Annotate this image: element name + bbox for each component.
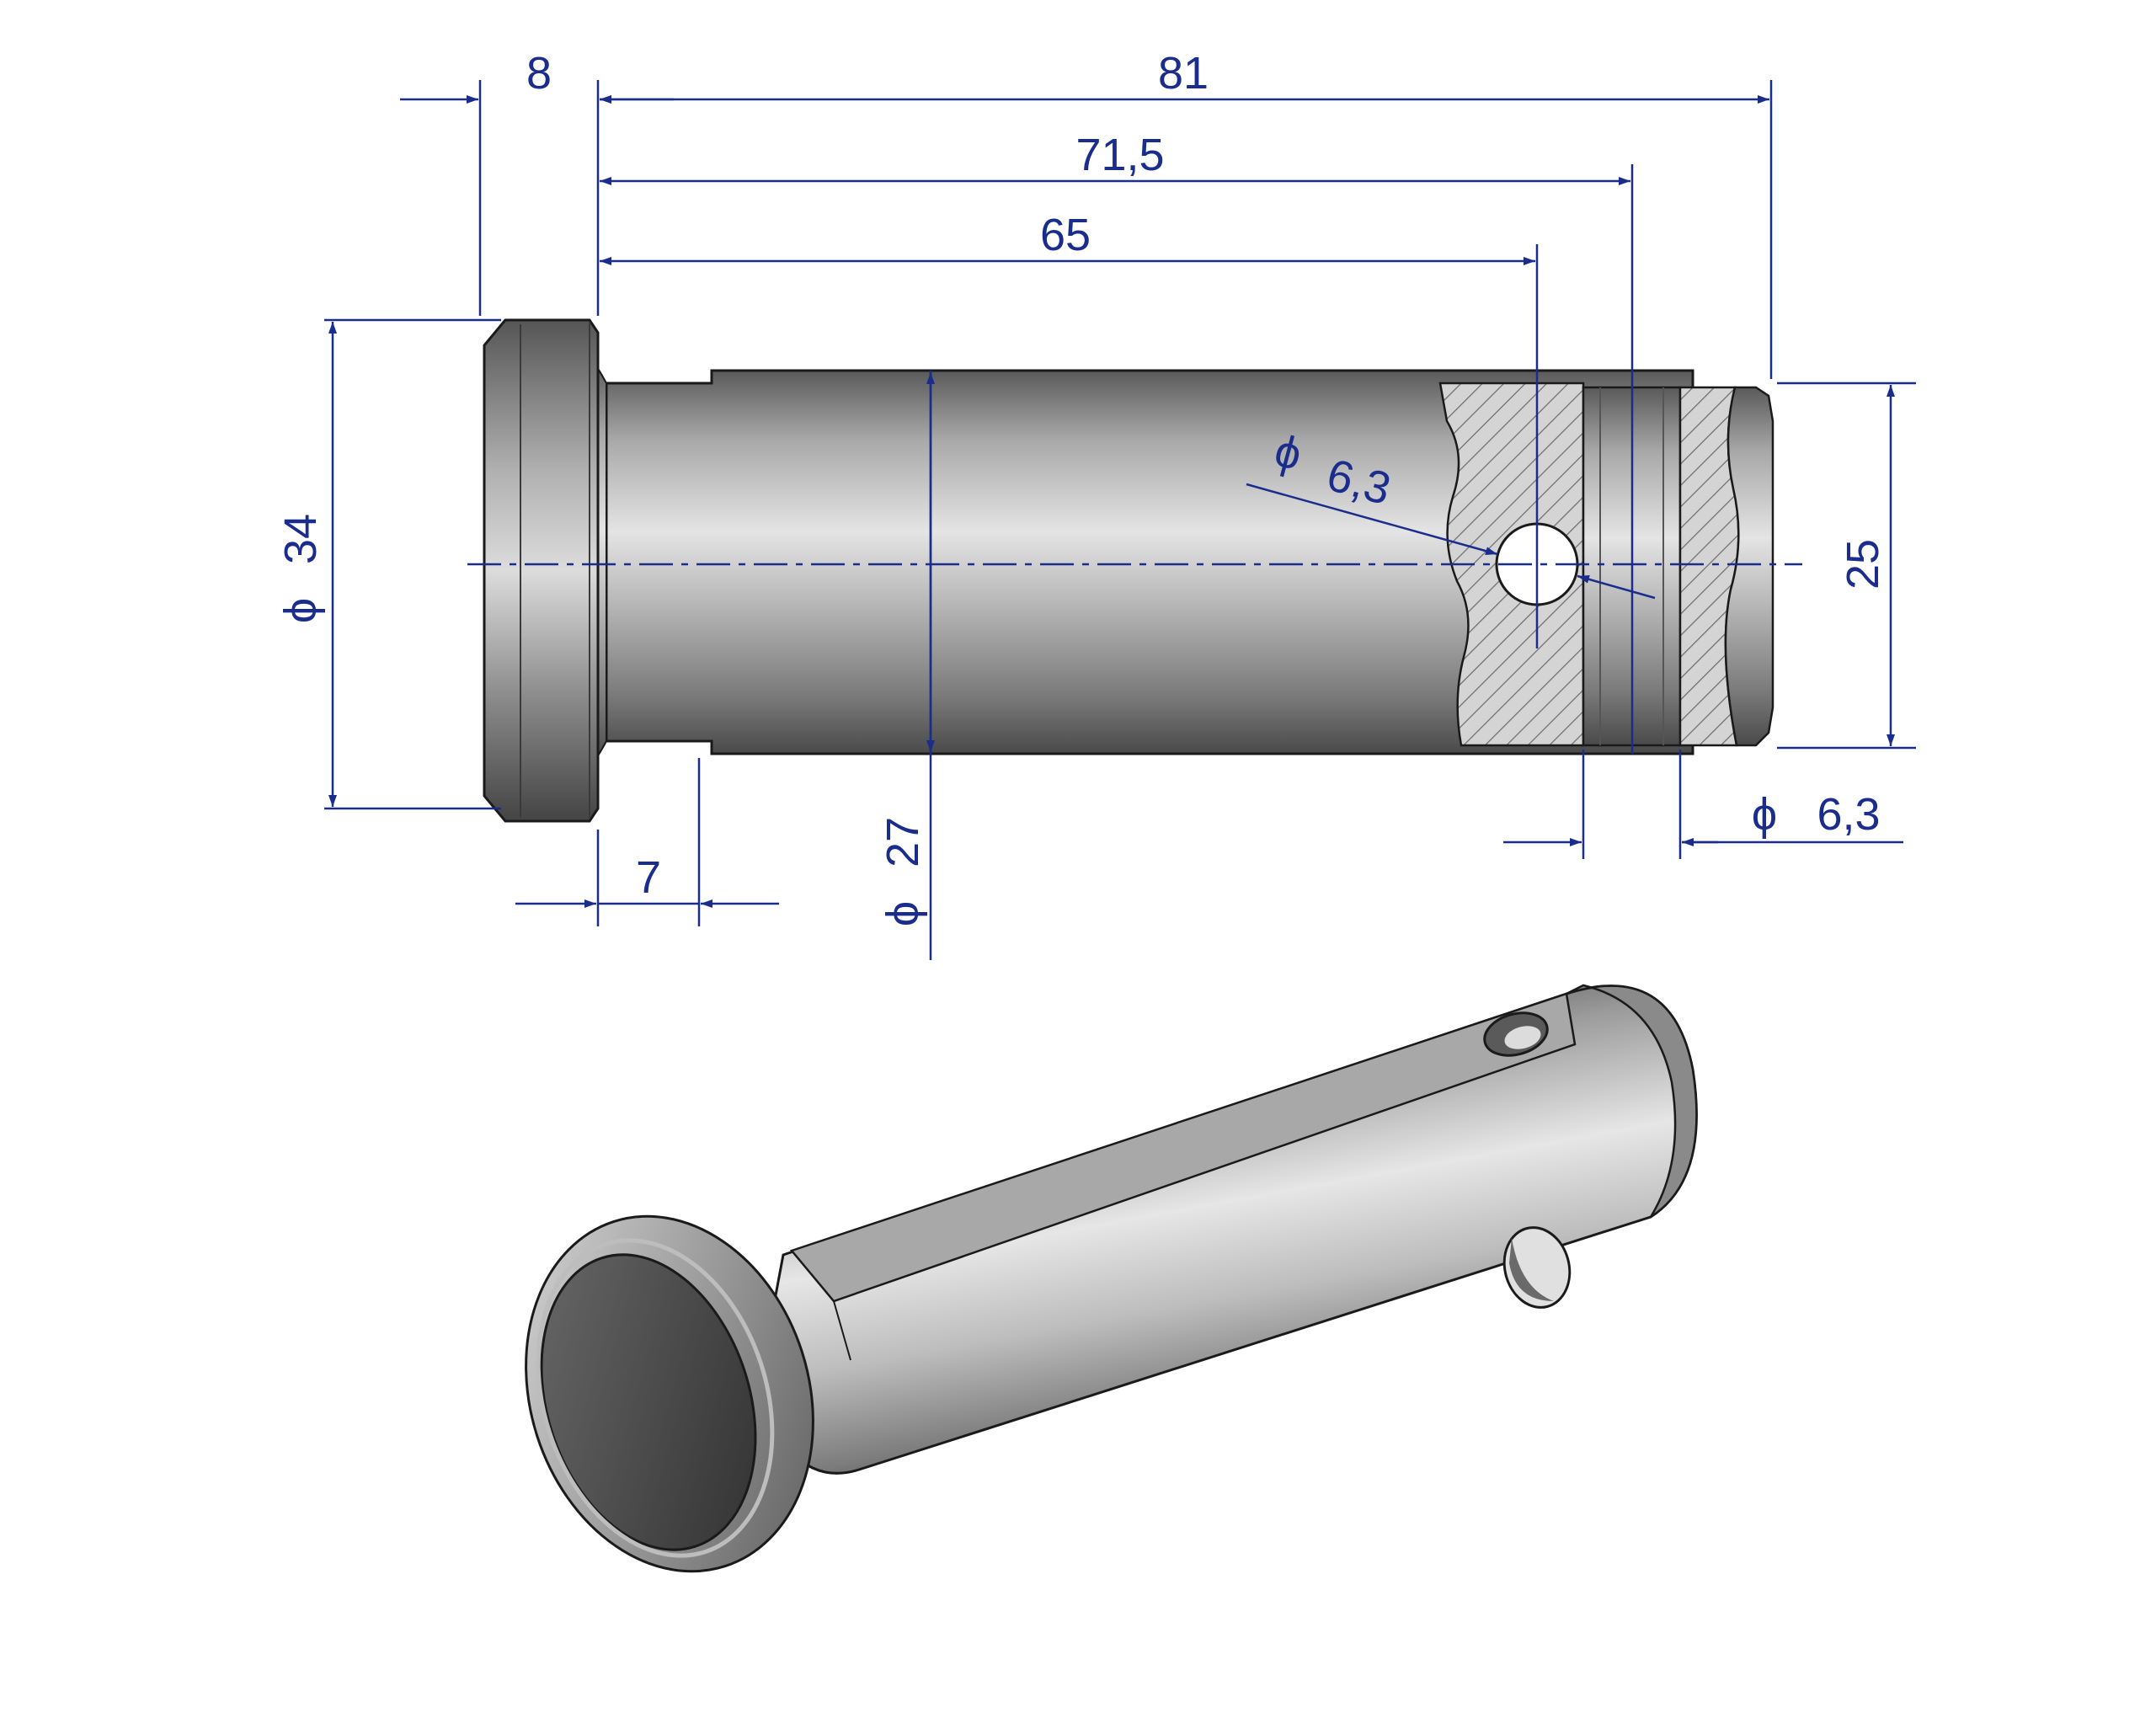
tip-diameter-value: 25 xyxy=(1838,539,1888,590)
shank-body xyxy=(605,369,1694,755)
diameter-symbol: ϕ xyxy=(878,901,928,926)
iso-tip-end xyxy=(1566,984,1698,1219)
label-overall-length: 81 xyxy=(1158,48,1209,99)
side-view xyxy=(467,318,1802,823)
dim-leader-hole-diameter xyxy=(1246,483,1498,556)
label-tip-diameter: 25 xyxy=(1838,539,1888,590)
pin-head xyxy=(483,318,600,823)
head-diameter-value: 34 xyxy=(275,514,326,564)
diameter-symbol: ϕ xyxy=(1752,789,1777,840)
iso-head-chamfer xyxy=(536,1238,775,1558)
label-length-to-groove: 71,5 xyxy=(1075,130,1164,180)
iso-flat xyxy=(789,992,1577,1303)
iso-side-hole-shadow xyxy=(1509,1238,1554,1301)
dimension-labels: 8 81 71,5 65 7 ϕ 34 ϕ 27 25 ϕ 6,3 ϕ 6,3 xyxy=(275,48,1888,926)
label-groove-width: 6,3 xyxy=(1817,789,1880,840)
label-head-diameter: ϕ 34 xyxy=(275,514,326,623)
label-length-to-hole: 65 xyxy=(1040,210,1091,260)
label-head-length: 8 xyxy=(526,48,552,99)
iso-top-hole-inner xyxy=(1504,1026,1541,1049)
label-shank-diameter: ϕ 27 xyxy=(878,817,928,926)
shank-diameter-value: 27 xyxy=(878,817,928,867)
iso-head-face xyxy=(540,1253,757,1551)
label-flat-length: 7 xyxy=(636,852,661,903)
dim-leader-hole-diameter xyxy=(1577,574,1656,600)
iso-flat-edge xyxy=(833,1300,851,1361)
diameter-symbol: ϕ xyxy=(275,598,326,623)
isometric-view xyxy=(525,984,1698,1573)
pin-tip xyxy=(1724,386,1774,747)
dimensions xyxy=(324,80,1916,960)
